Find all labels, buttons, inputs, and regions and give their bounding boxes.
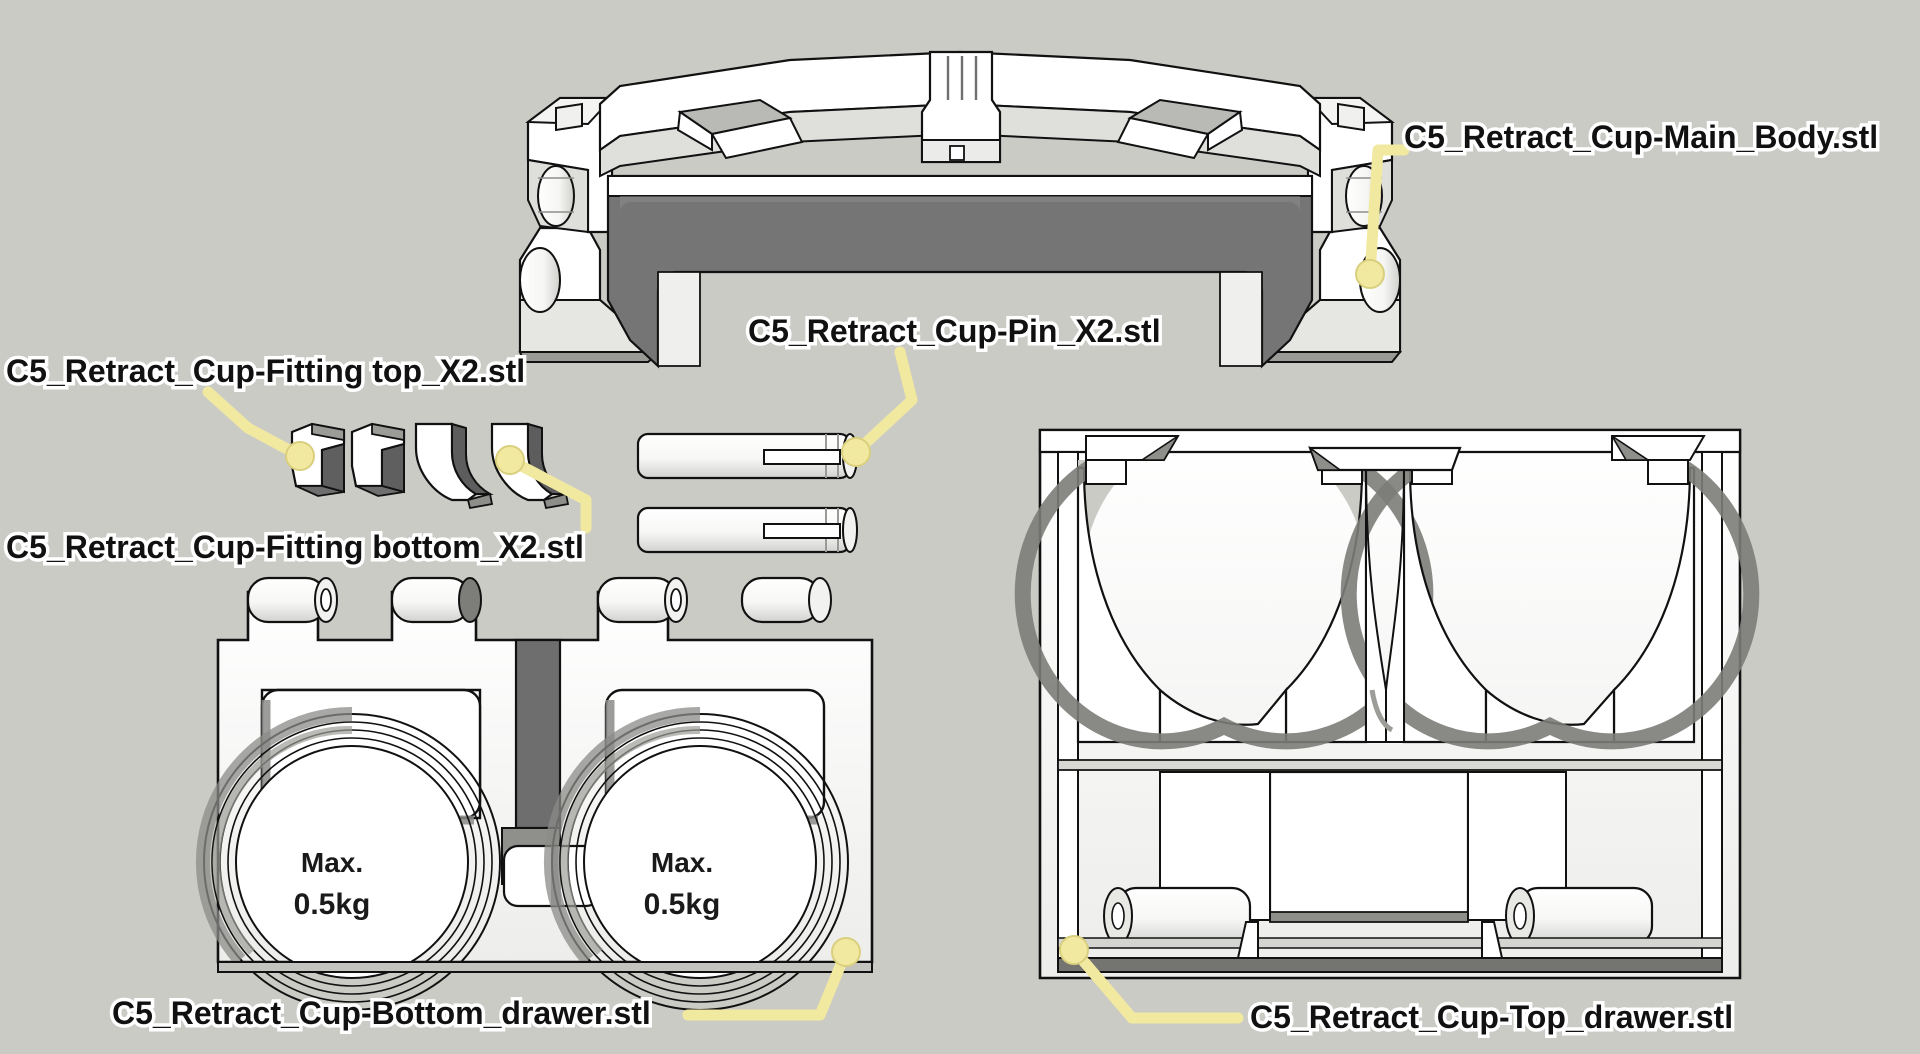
part-bottom-drawer	[195, 576, 874, 1011]
emb-left-line2: 0.5kg	[294, 888, 371, 921]
part-pin-b	[636, 506, 858, 554]
leader-main-body	[1364, 144, 1410, 280]
leader-pin	[850, 346, 918, 458]
label-fitting-bottom[interactable]: C5_Retract_Cup-Fitting bottom_X2.stl	[3, 526, 588, 569]
part-labels: C5_Retract_Cup-Main_Body.stl C5_Retract_…	[3, 116, 1882, 1039]
label-pin[interactable]: C5_Retract_Cup-Pin_X2.stl	[745, 310, 1165, 353]
emb-right-line1: Max.	[651, 847, 713, 878]
leader-top-drawer	[1068, 944, 1244, 1024]
part-fitting-top-b	[350, 422, 406, 497]
label-top-drawer[interactable]: C5_Retract_Cup-Top_drawer.stl	[1247, 996, 1737, 1039]
label-bottom-drawer[interactable]: C5_Retract_Cup-Bottom_drawer.stl	[109, 992, 655, 1035]
part-fitting-top-a	[290, 422, 346, 497]
emb-left-line1: Max.	[301, 847, 363, 878]
emb-right-line2: 0.5kg	[644, 888, 721, 921]
part-pin-a	[636, 432, 858, 480]
leader-dots	[285, 259, 1385, 967]
leader-lines	[202, 144, 1410, 1024]
part-top-drawer	[1014, 428, 1760, 980]
leader-bottom-drawer	[682, 946, 852, 1021]
part-main-body	[518, 50, 1403, 369]
leader-fitting-bottom	[504, 454, 592, 534]
leader-fitting-top	[202, 386, 306, 462]
embossed-max-left: Max. 0.5kg	[292, 845, 373, 923]
embossed-max-right: Max. 0.5kg	[642, 845, 723, 923]
label-fitting-top[interactable]: C5_Retract_Cup-Fitting top_X2.stl	[3, 350, 529, 393]
label-main-body[interactable]: C5_Retract_Cup-Main_Body.stl	[1401, 116, 1882, 159]
part-fitting-bottom-a	[414, 422, 494, 510]
